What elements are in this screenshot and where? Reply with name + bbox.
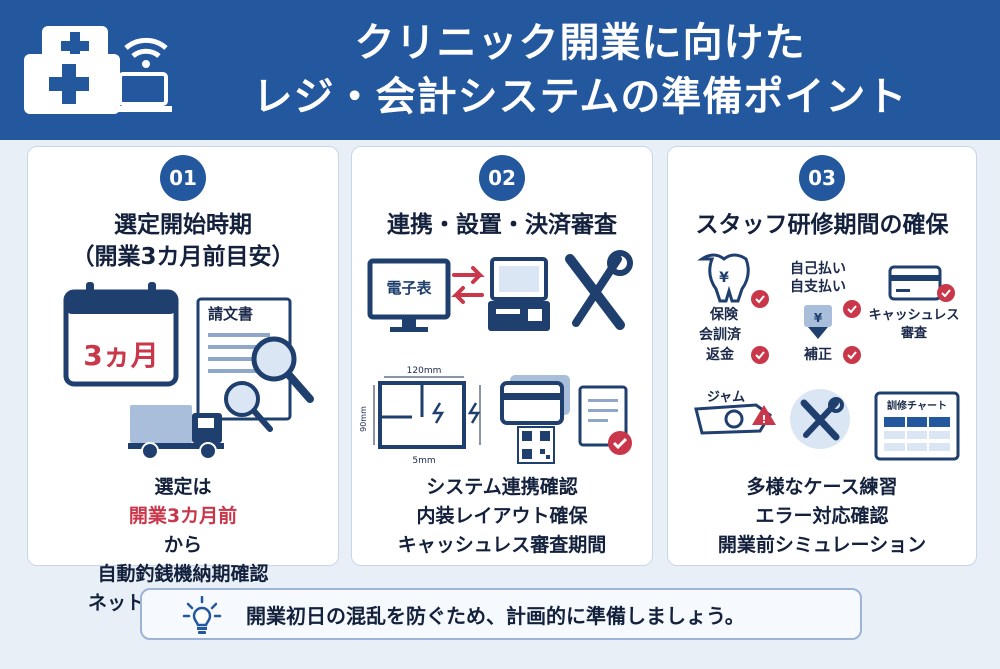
approval-document-icon — [578, 385, 632, 455]
coin-jam-icon: ジャム ! — [694, 390, 776, 435]
card-staff-training: 03 スタッフ研修期間の確保 ¥ 保険 自己払い 自支払い ¥ — [667, 146, 977, 566]
document-icon: 請文書 — [196, 297, 292, 421]
card-2-illustration: 電子表 120mm — [359, 250, 633, 466]
tip-text: 開業初日の混乱を防ぐため、計画的に準備しましょう。 — [246, 603, 745, 628]
pos-terminal-icon — [488, 257, 550, 331]
svg-text:¥: ¥ — [814, 311, 823, 325]
training-chart-icon: 訓修チャート — [874, 391, 960, 461]
svg-text:審査: 審査 — [900, 325, 928, 341]
card-title: 連携・設置・決済審査 — [387, 212, 617, 238]
card-number: 01 — [160, 155, 206, 201]
svg-text:返金: 返金 — [706, 346, 735, 363]
svg-text:補正: 補正 — [803, 346, 832, 363]
svg-text:自支払い: 自支払い — [790, 278, 846, 295]
svg-text:3ヵ月: 3ヵ月 — [83, 339, 158, 372]
svg-text:請文書: 請文書 — [208, 305, 253, 323]
refund-label: 会訓済 返金 — [699, 326, 769, 364]
svg-text:キャッシュレス: キャッシュレス — [869, 308, 960, 323]
yen-slot-icon: ¥ — [804, 305, 832, 339]
card-number: 03 — [799, 155, 845, 201]
magnifier-icon — [224, 336, 314, 432]
svg-text:保険: 保険 — [709, 306, 739, 323]
title-line-1: クリニック開業に向けた — [354, 20, 806, 66]
highlight-text: 開業3カ月前 — [128, 505, 238, 527]
calendar-icon: 3ヵ月 — [63, 282, 179, 387]
tools-icon — [565, 250, 633, 330]
svg-text:90mm: 90mm — [359, 406, 368, 432]
svg-text:訓修チャート: 訓修チャート — [887, 399, 947, 412]
card-3-illustration: ¥ 保険 自己払い 自支払い ¥ キャッシュレス 審査 — [694, 253, 960, 461]
svg-text:電子表: 電子表 — [386, 279, 432, 297]
self-pay-label: 自己払い 自支払い — [790, 260, 861, 318]
cashless-card-icon: キャッシュレス 審査 — [869, 265, 960, 341]
title-line-2: レジ・会計システムの準備ポイント — [252, 74, 908, 120]
qr-code-icon — [517, 426, 555, 464]
clinic-network-icon — [22, 18, 174, 122]
card-title: スタッフ研修期間の確保 — [695, 212, 949, 238]
card-integration-installation: 02 連携・設置・決済審査 電子表 — [351, 146, 653, 566]
truck-icon — [128, 405, 224, 460]
card-body: システム連携確認 内装レイアウト確保 キャッシュレス審査期間 — [397, 476, 607, 556]
monitor-icon: 電子表 — [367, 258, 451, 332]
card-title: 選定開始時期 （開業3カ月前目安） — [71, 212, 295, 270]
svg-text:5mm: 5mm — [412, 456, 435, 466]
sync-arrows-icon — [451, 266, 485, 304]
svg-text:120mm: 120mm — [407, 366, 442, 376]
card-1-illustration: 3ヵ月 請文書 — [63, 282, 314, 460]
lightbulb-icon — [182, 595, 222, 640]
tip-banner: 開業初日の混乱を防ぐため、計画的に準備しましょう。 — [140, 588, 862, 640]
svg-text:ジャム: ジャム — [707, 390, 745, 405]
svg-text:会訓済: 会訓済 — [699, 326, 742, 343]
svg-text:!: ! — [761, 413, 766, 426]
credit-card-icon — [500, 375, 570, 425]
tools-icon — [790, 389, 850, 449]
header: クリニック開業に向けた レジ・会計システムの準備ポイント — [0, 0, 1000, 140]
card-number: 02 — [479, 155, 525, 201]
card-selection-timing: 01 選定開始時期 （開業3カ月前目安） 3ヵ月 請文書 — [27, 146, 339, 614]
tooth-yen-icon: ¥ 保険 — [697, 253, 769, 323]
correction-label: 補正 — [803, 346, 861, 364]
card-body: 多様なケース練習 エラー対応確認 開業前シミュレーション — [717, 476, 927, 556]
page-title: クリニック開業に向けた レジ・会計システムの準備ポイント — [180, 16, 980, 124]
svg-text:¥: ¥ — [719, 270, 729, 286]
svg-text:自己払い: 自己払い — [790, 260, 846, 277]
floor-plan-icon: 120mm 90mm 5mm — [359, 366, 481, 466]
